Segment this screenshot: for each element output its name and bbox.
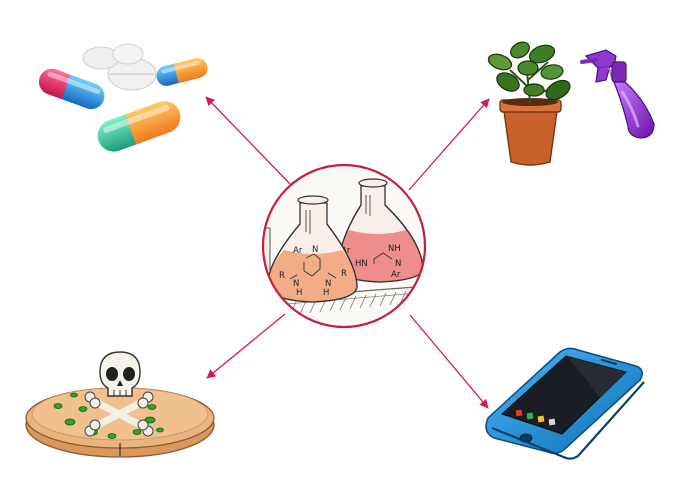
petri-dish-with-skull-icon	[25, 351, 215, 458]
right-flask-n-right: N	[395, 259, 401, 269]
left-flask-h-left: H	[296, 288, 302, 298]
right-flask-ar-top: Ar	[341, 246, 351, 256]
right-flask-hn-left: HN	[355, 259, 368, 269]
center-circle-border	[261, 163, 427, 329]
arrow-to-petri	[206, 313, 286, 379]
right-flask-ar-bottom: Ar	[391, 270, 401, 280]
arrow-to-pills	[205, 96, 291, 185]
left-flask-r-right: R	[341, 269, 347, 279]
left-flask-h-right: H	[323, 288, 329, 298]
arrows	[205, 96, 490, 409]
arrow-to-plant	[408, 98, 490, 191]
left-flask-r-left: R	[279, 271, 285, 281]
left-flask-n-top: N	[312, 245, 318, 255]
left-flask: Ar N R N R N H H	[267, 195, 358, 303]
smartphone-icon	[485, 347, 645, 460]
left-flask-ar: Ar	[293, 246, 303, 256]
plant-and-spray-bottle-icon	[487, 41, 655, 166]
pills-capsules-icon	[38, 43, 208, 152]
left-flask-n-left: N	[293, 279, 299, 289]
left-flask-n-right: N	[325, 279, 331, 289]
center-flasks-illustration: Ar NH HN N Ar Ar N R	[261, 163, 427, 329]
right-flask-nh-top: NH	[388, 244, 401, 254]
arrow-to-phone	[409, 314, 489, 409]
